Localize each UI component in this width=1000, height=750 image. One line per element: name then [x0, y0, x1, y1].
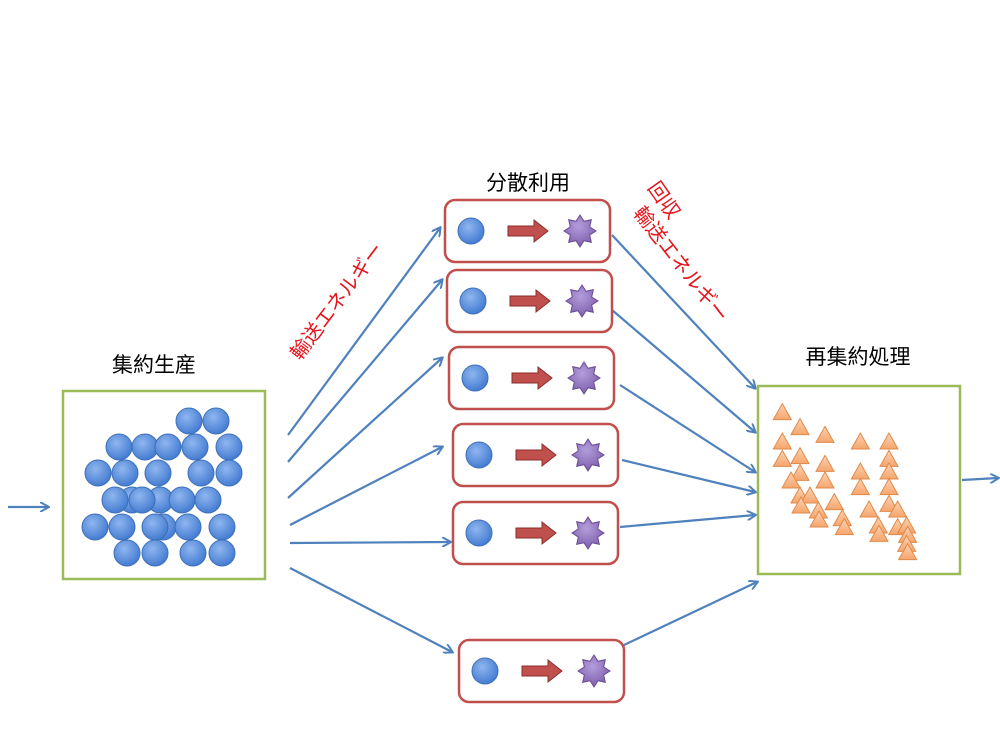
resource-circle — [81, 513, 109, 541]
waste-triangle — [887, 499, 908, 518]
red-arrow-icon — [515, 520, 557, 546]
resource-circle — [208, 513, 236, 541]
circle-icon — [459, 287, 487, 315]
distributed-label: 分散利用 — [486, 171, 570, 195]
flow-arrow — [287, 280, 442, 463]
red-arrow-icon — [507, 218, 549, 244]
waste-triangle — [790, 463, 810, 481]
star-icon — [577, 654, 611, 688]
waste-triangle — [772, 431, 793, 450]
resource-circle — [194, 486, 222, 514]
circle-icon — [465, 519, 493, 547]
distributed-unit-5 — [451, 500, 620, 566]
resource-circle — [181, 433, 209, 461]
red-arrow-icon — [521, 658, 563, 684]
waste-triangle — [791, 495, 811, 514]
waste-triangle — [897, 542, 918, 561]
waste-triangle — [879, 431, 899, 450]
star-icon — [567, 361, 601, 395]
flow-arrow — [287, 358, 442, 499]
resource-circle — [84, 459, 112, 487]
circle-icon — [471, 657, 499, 685]
flow-arrow — [961, 478, 998, 480]
waste-triangle — [809, 509, 829, 528]
reprocessing-label: 再集約処理 — [806, 345, 911, 369]
resource-circle — [174, 513, 202, 541]
resource-circle — [202, 407, 230, 435]
flow-arrow — [289, 542, 450, 543]
star-icon — [563, 214, 597, 248]
resource-circle — [215, 433, 243, 461]
resource-circle — [108, 513, 136, 541]
distributed-unit-6 — [457, 638, 626, 704]
waste-triangle — [790, 417, 810, 436]
distributed-unit-1 — [443, 198, 612, 264]
flow-arrow — [619, 384, 755, 472]
waste-triangle — [850, 477, 871, 496]
flow-arrow — [619, 515, 755, 529]
waste-triangle — [781, 470, 801, 489]
flow-arrow — [287, 228, 440, 436]
resource-circle — [168, 486, 196, 514]
resource-circle — [131, 433, 159, 461]
waste-triangle — [815, 425, 835, 443]
circle-icon — [457, 217, 485, 245]
flow-arrow — [623, 582, 757, 646]
resource-circle — [187, 459, 215, 487]
waste-triangle — [772, 449, 793, 467]
red-arrow-icon — [511, 365, 553, 391]
distributed-unit-2 — [445, 268, 614, 334]
flow-arrow — [621, 458, 755, 492]
star-icon — [565, 284, 599, 318]
waste-triangle — [869, 524, 889, 542]
resource-circle — [179, 539, 207, 567]
circle-icon — [461, 364, 489, 392]
waste-triangle — [850, 431, 871, 450]
distributed-unit-3 — [447, 345, 616, 411]
production-label: 集約生産 — [112, 353, 196, 377]
resource-circle — [141, 513, 169, 541]
resource-circle — [113, 539, 141, 567]
resource-circle — [105, 433, 133, 461]
waste-triangle — [800, 485, 820, 504]
resource-circle — [215, 459, 243, 487]
circle-icon — [465, 441, 493, 469]
waste-triangle — [859, 499, 879, 518]
red-arrow-icon — [509, 288, 551, 314]
transport-energy-label: 輸送エネルギー — [285, 238, 388, 364]
resource-circle — [101, 486, 129, 514]
distributed-unit-4 — [451, 422, 620, 488]
flow-arrow — [611, 234, 755, 388]
waste-triangle — [772, 402, 793, 421]
waste-triangle — [834, 517, 855, 536]
resource-circle — [144, 459, 172, 487]
waste-triangle — [879, 494, 899, 512]
star-icon — [571, 516, 605, 550]
resource-circle — [128, 486, 156, 514]
resource-circle — [154, 433, 182, 461]
resource-circle — [141, 539, 169, 567]
resource-circle — [208, 539, 236, 567]
waste-triangle — [824, 492, 845, 511]
resource-circle — [175, 407, 203, 435]
flow-arrow — [611, 309, 755, 432]
resource-circle — [111, 459, 139, 487]
red-arrow-icon — [515, 442, 557, 468]
flow-arrow — [289, 567, 452, 652]
waste-triangle — [815, 470, 835, 489]
star-icon — [571, 438, 605, 472]
flow-arrow — [289, 447, 442, 526]
